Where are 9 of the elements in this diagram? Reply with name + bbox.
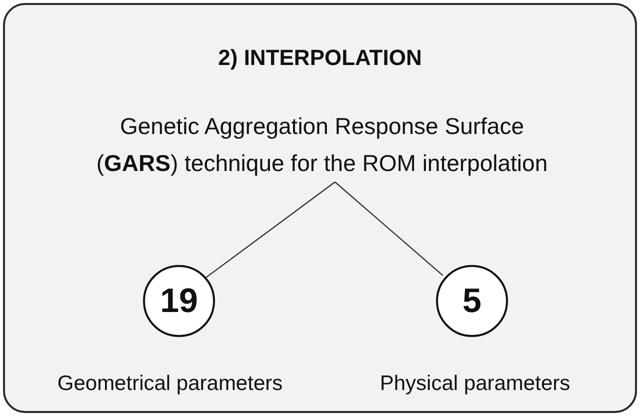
panel-box — [3, 3, 637, 413]
description-text: Genetic Aggregation Response Surface (GARS) technique for the ROM interpolation — [77, 108, 567, 182]
count-value: 5 — [462, 282, 482, 320]
panel-title: 2) INTERPOLATION — [217, 45, 423, 71]
count-value: 19 — [160, 282, 198, 320]
connector-line — [206, 182, 336, 278]
parameter-caption: Geometrical parameters — [56, 372, 284, 396]
parameter-caption: Physical parameters — [378, 372, 572, 396]
connector-line — [334, 182, 444, 276]
